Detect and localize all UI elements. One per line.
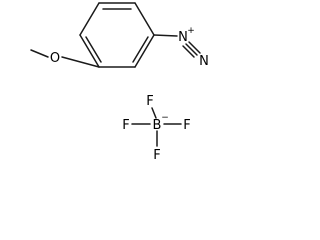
triple-bond-line-2: [188, 41, 201, 54]
diazonium-group: N + N: [153, 26, 209, 69]
ring-oxygen-bond: [61, 56, 100, 68]
methoxy-group: O: [30, 49, 100, 68]
ring-inner-bond-right: [132, 36, 149, 63]
fluorine-top-atom: F: [146, 94, 153, 109]
boron-atom: B: [153, 118, 162, 133]
triple-bond-line-3: [182, 45, 195, 58]
oxygen-methyl-bond: [30, 49, 49, 58]
boron-fluorine-top-bond: [151, 107, 157, 119]
oxygen-atom: O: [50, 51, 60, 66]
ring-bond-lower-right: [134, 34, 155, 68]
nitrogen-plus-atom: N: [178, 30, 188, 45]
ring-bond-upper-left: [79, 2, 100, 36]
ring-bond-lower-left: [79, 34, 100, 68]
ring-inner-bond-left: [85, 36, 102, 63]
nitrogen-charge: +: [187, 26, 195, 36]
nitrogen-terminal-atom: N: [199, 54, 209, 69]
triple-bond-line-1: [185, 43, 198, 56]
fluorine-bottom-atom: F: [153, 148, 160, 163]
benzene-ring: [79, 2, 155, 68]
fluorine-right-atom: F: [183, 118, 190, 133]
fluorine-left-atom: F: [122, 118, 129, 133]
ring-bond-upper-right: [134, 2, 155, 36]
boron-charge: −: [161, 113, 169, 123]
ring-nitrogen-bond: [153, 34, 178, 37]
chemical-structure: O N + N F F B − F F: [30, 2, 209, 163]
tetrafluoroborate-anion: F F B − F F: [122, 94, 190, 163]
